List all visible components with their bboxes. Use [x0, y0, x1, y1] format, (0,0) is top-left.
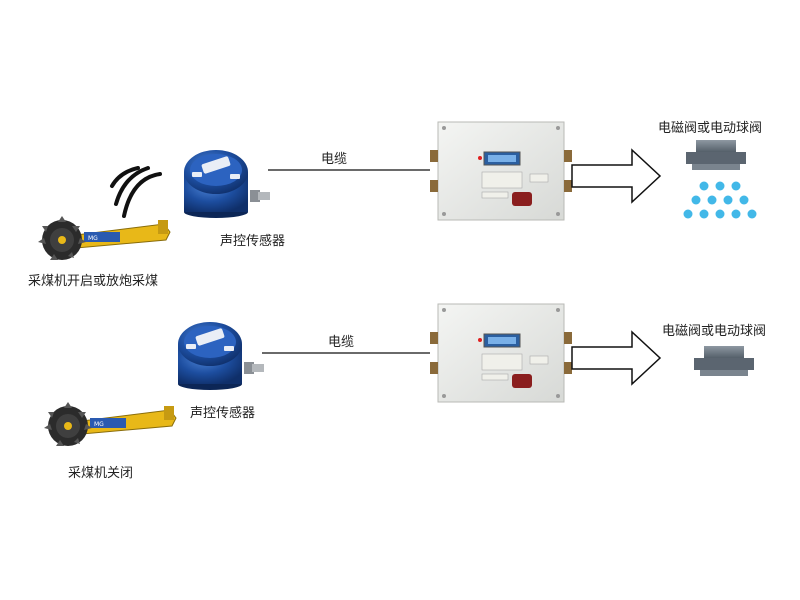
valve-off-label: 电磁阀或电动球阀 [662, 324, 767, 339]
acoustic-sensor-icon [184, 150, 270, 218]
valve-icon [694, 346, 754, 376]
cable-on-label: 电缆 [321, 152, 348, 167]
cable-off-label: 电缆 [328, 335, 355, 350]
coal-shearer-icon: MG [38, 216, 171, 260]
output-arrow-icon [571, 148, 662, 204]
shearer-off-label: 采煤机关闭 [68, 466, 134, 481]
output-arrow-icon [571, 330, 662, 386]
sound-wave-icon [110, 166, 162, 218]
acoustic-sensor-icon [178, 322, 264, 390]
scenario-on: MG [38, 121, 757, 260]
sensor-off-label: 声控传感器 [190, 406, 256, 421]
valve-on-label: 电磁阀或电动球阀 [658, 121, 763, 136]
coal-shearer-icon: MG [44, 402, 177, 446]
svg-text:MG: MG [88, 235, 98, 242]
shearer-on-label: 采煤机开启或放炮采煤 [28, 274, 159, 289]
controller-box-icon [430, 303, 572, 403]
scenario-off: MG [44, 303, 754, 446]
valve-icon [686, 140, 746, 170]
water-spray-icon [683, 181, 757, 219]
sensor-on-label: 声控传感器 [220, 234, 286, 249]
controller-box-icon [430, 121, 572, 221]
svg-text:MG: MG [94, 421, 104, 428]
